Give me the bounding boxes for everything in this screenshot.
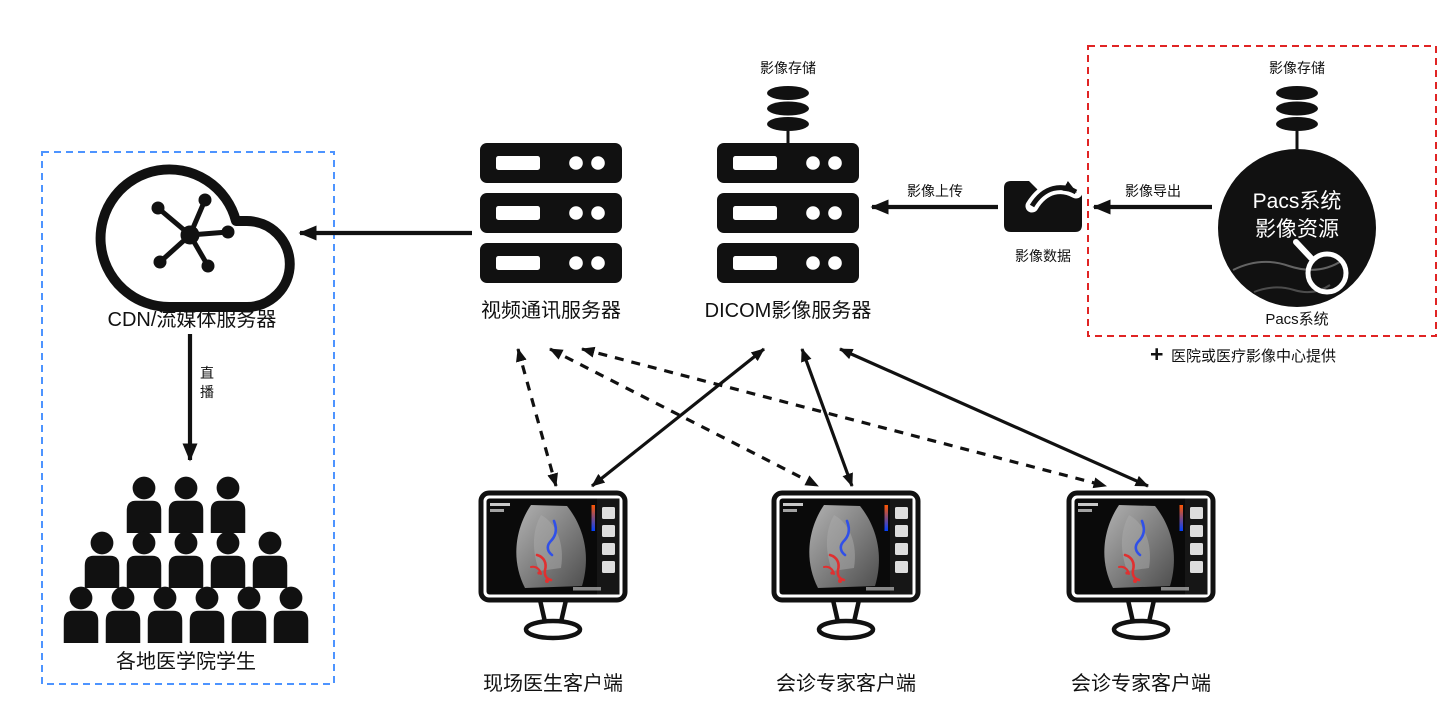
legend-plus-icon: + bbox=[1150, 341, 1163, 367]
video-server-icon bbox=[480, 143, 622, 283]
upload-label: 影像上传 bbox=[907, 183, 963, 199]
cdn-cloud-icon bbox=[95, 164, 295, 312]
pacs-storage-icon bbox=[1276, 86, 1318, 131]
edge-dicom-client3 bbox=[839, 347, 1149, 488]
image-data-folder-icon bbox=[1004, 181, 1082, 232]
magnifier-icon bbox=[1293, 239, 1349, 295]
cdn-caption: CDN/流媒体服务器 bbox=[108, 308, 277, 331]
pacs-circle bbox=[1218, 149, 1376, 307]
provider-legend: 医院或医疗影像中心提供 bbox=[1171, 347, 1336, 365]
client3-caption: 会诊专家客户端 bbox=[1071, 672, 1211, 695]
client-monitor-1 bbox=[481, 493, 625, 638]
dicom-server-icon bbox=[717, 143, 859, 283]
pacs-title-line1: Pacs系统 bbox=[1253, 190, 1342, 213]
network-icon bbox=[151, 193, 235, 273]
client-monitor-2 bbox=[774, 493, 918, 638]
edge-video-client1 bbox=[516, 348, 558, 487]
pacs-caption: Pacs系统 bbox=[1265, 311, 1328, 328]
client1-caption: 现场医生客户端 bbox=[483, 672, 623, 695]
video-server-caption: 视频通讯服务器 bbox=[481, 299, 621, 322]
export-label: 影像导出 bbox=[1125, 183, 1181, 199]
pacs-title-line2: 影像资源 bbox=[1255, 218, 1339, 241]
edge-dicom-client1 bbox=[591, 347, 765, 488]
client-monitor-3 bbox=[1069, 493, 1213, 638]
students-box bbox=[41, 151, 335, 685]
client2-caption: 会诊专家客户端 bbox=[776, 672, 916, 695]
folder-caption: 影像数据 bbox=[1015, 248, 1071, 264]
dicom-storage-label: 影像存储 bbox=[760, 60, 816, 76]
provider-box bbox=[1087, 45, 1437, 337]
dicom-storage-icon bbox=[767, 86, 809, 131]
students-crowd-icon bbox=[63, 476, 309, 643]
dicom-server-caption: DICOM影像服务器 bbox=[705, 299, 872, 322]
students-caption: 各地医学院学生 bbox=[116, 650, 256, 673]
edge-dicom-client2 bbox=[800, 348, 854, 487]
live-broadcast-label: 直播 bbox=[200, 365, 214, 400]
edge-video-client2 bbox=[549, 347, 819, 488]
pacs-system-node: Pacs系统 影像资源 bbox=[1218, 149, 1376, 307]
pacs-storage-label: 影像存储 bbox=[1269, 60, 1325, 76]
